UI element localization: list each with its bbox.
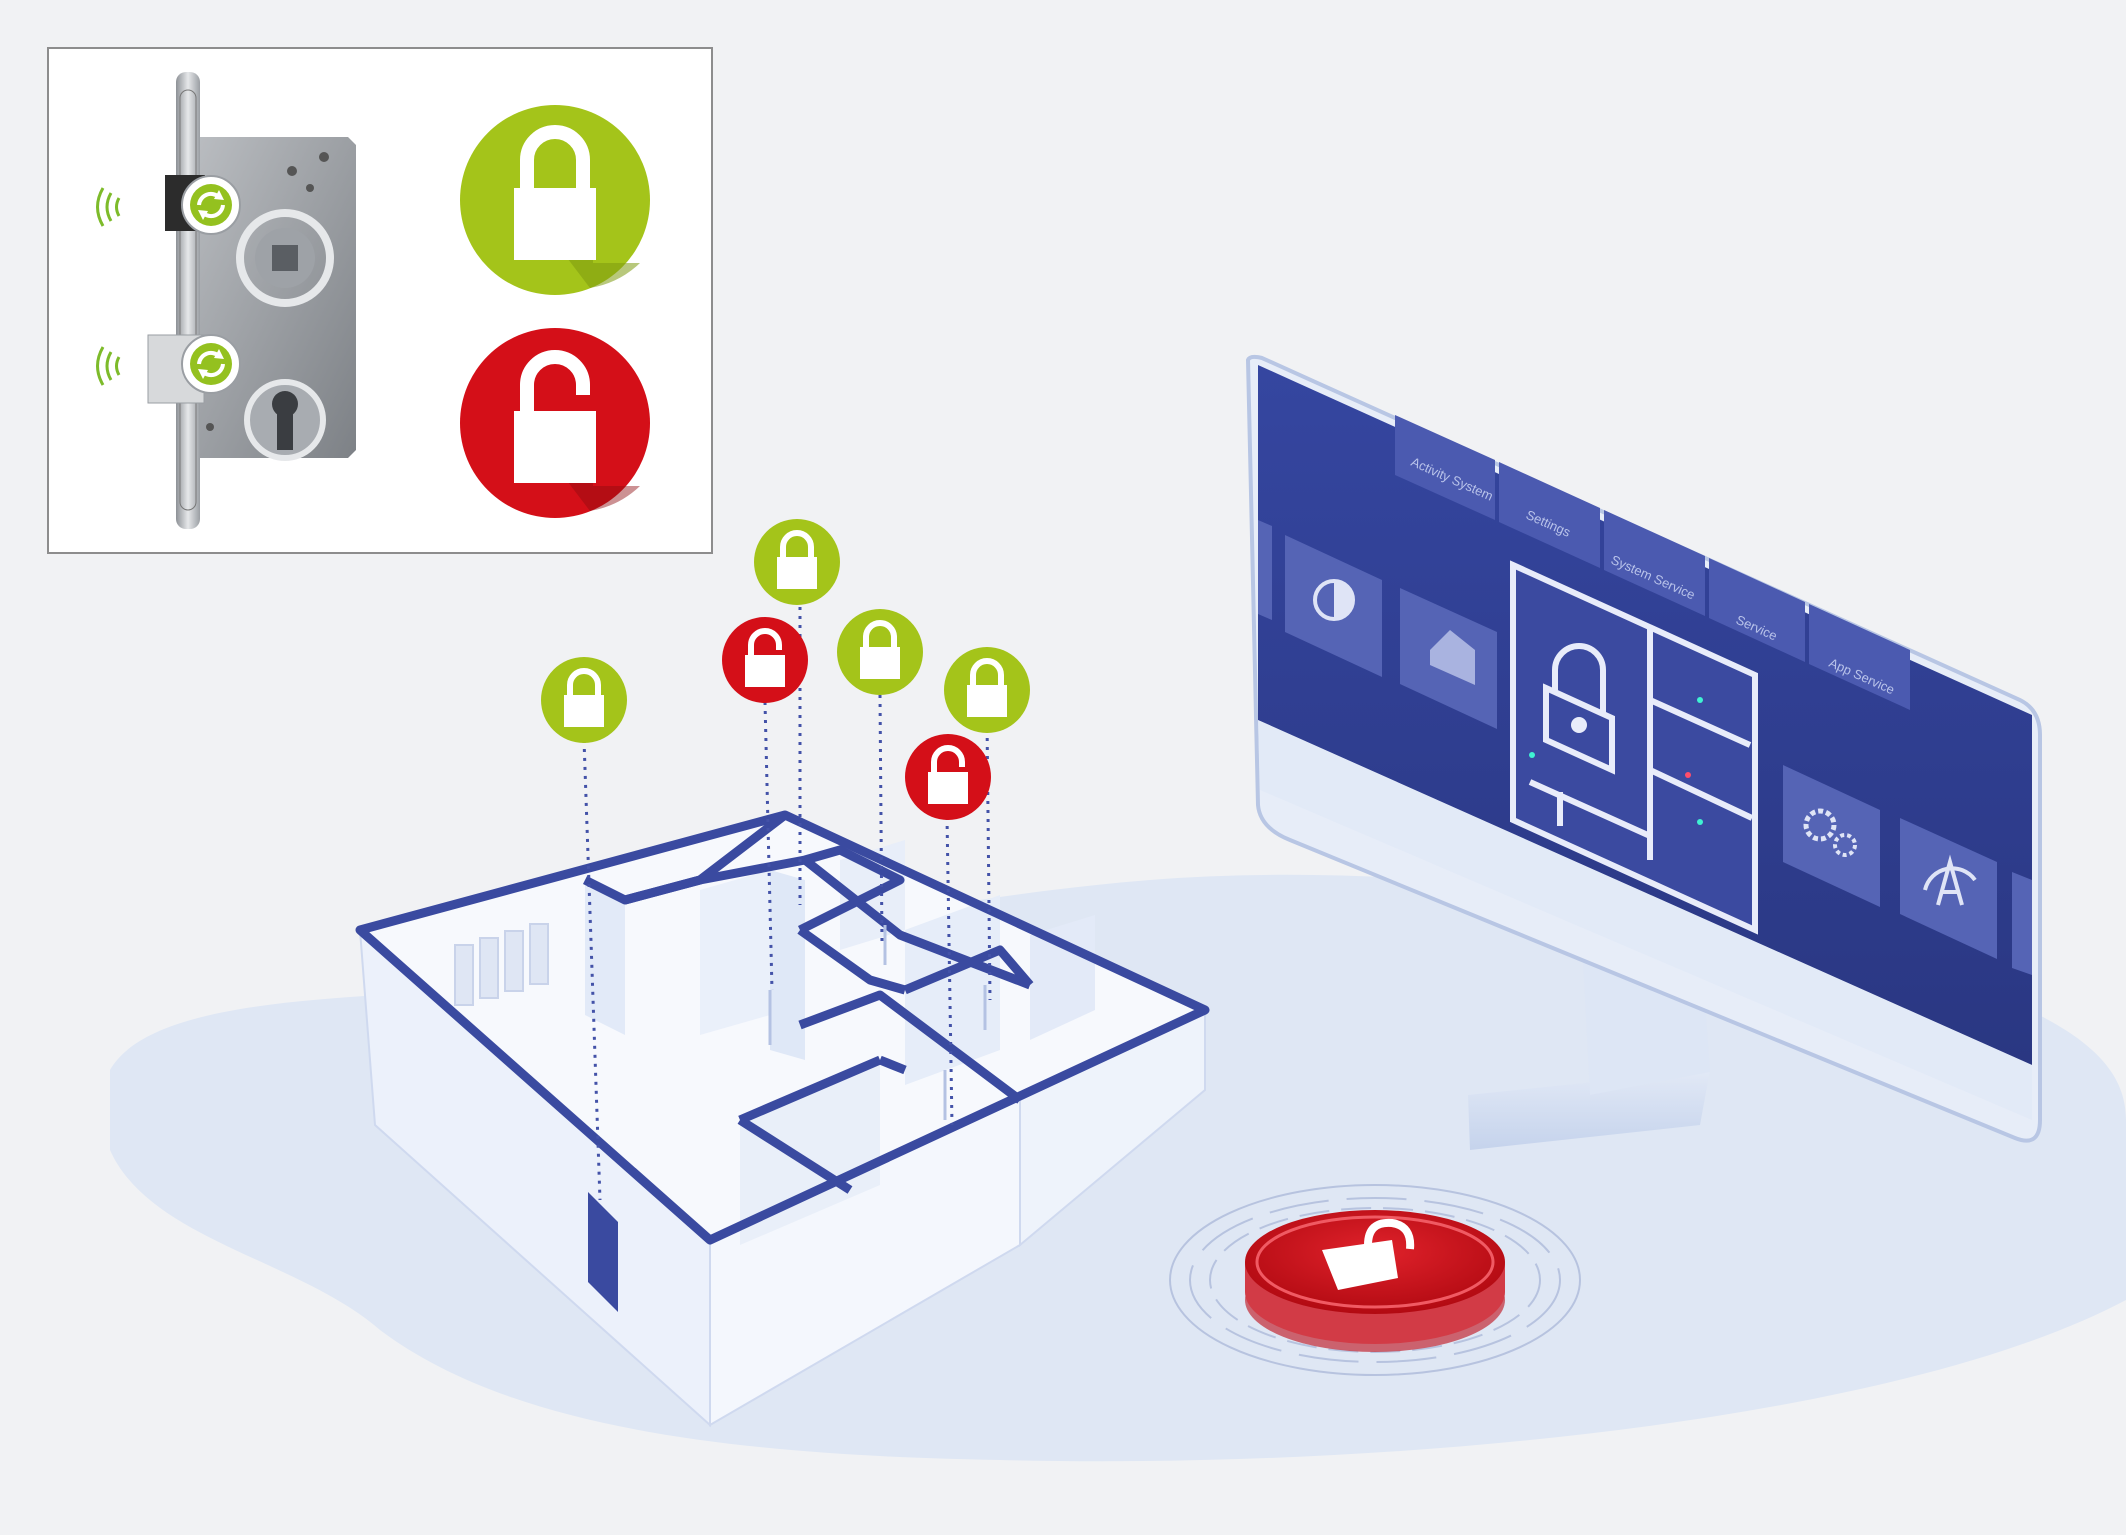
front-door — [588, 1192, 618, 1312]
legend-panel — [47, 47, 713, 554]
building-windows — [454, 923, 549, 1006]
tab-service[interactable] — [1709, 558, 1805, 662]
unlocked-padlock-icon — [1322, 1218, 1415, 1290]
unlocked-padlock-icon[interactable] — [722, 617, 808, 703]
locked-padlock-icon[interactable] — [837, 609, 923, 695]
partial-tile — [1258, 520, 1272, 620]
tab-settings[interactable] — [1499, 462, 1600, 568]
tab-app-service[interactable] — [1809, 604, 1910, 710]
sync-icon — [181, 175, 241, 235]
locked-padlock-icon[interactable] — [754, 519, 840, 605]
floorplan-lock-icon[interactable] — [1510, 560, 1758, 935]
wall-tops — [355, 810, 1210, 1245]
compass-icon[interactable] — [1900, 818, 1997, 959]
lock-markers — [541, 519, 1030, 820]
mortise-lock-device — [96, 72, 356, 529]
emergency-unlock-button[interactable] — [1169, 1184, 1581, 1376]
wireless-signal-icon — [96, 346, 121, 386]
gears-icon[interactable] — [1783, 765, 1880, 907]
sync-icon — [181, 334, 241, 394]
monitor: Activity System Settings System Service … — [1245, 354, 2042, 1150]
unlocked-padlock-icon — [460, 328, 650, 518]
locked-padlock-icon — [460, 105, 650, 295]
locked-padlock-icon[interactable] — [944, 647, 1030, 733]
locked-padlock-icon[interactable] — [541, 657, 627, 743]
wireless-signal-icon — [96, 187, 121, 227]
monitor-stand-base — [1468, 1070, 1710, 1150]
building-floorplan — [355, 810, 1210, 1428]
interior-doors — [768, 925, 987, 1120]
tab-activity-system[interactable] — [1395, 415, 1495, 520]
tab-system-service[interactable] — [1604, 510, 1705, 616]
contrast-icon[interactable] — [1285, 535, 1382, 677]
partial-tile — [2012, 872, 2032, 975]
monitor-tiles — [1258, 520, 2032, 975]
unlocked-padlock-icon[interactable] — [905, 734, 991, 820]
house-icon[interactable] — [1400, 588, 1497, 729]
